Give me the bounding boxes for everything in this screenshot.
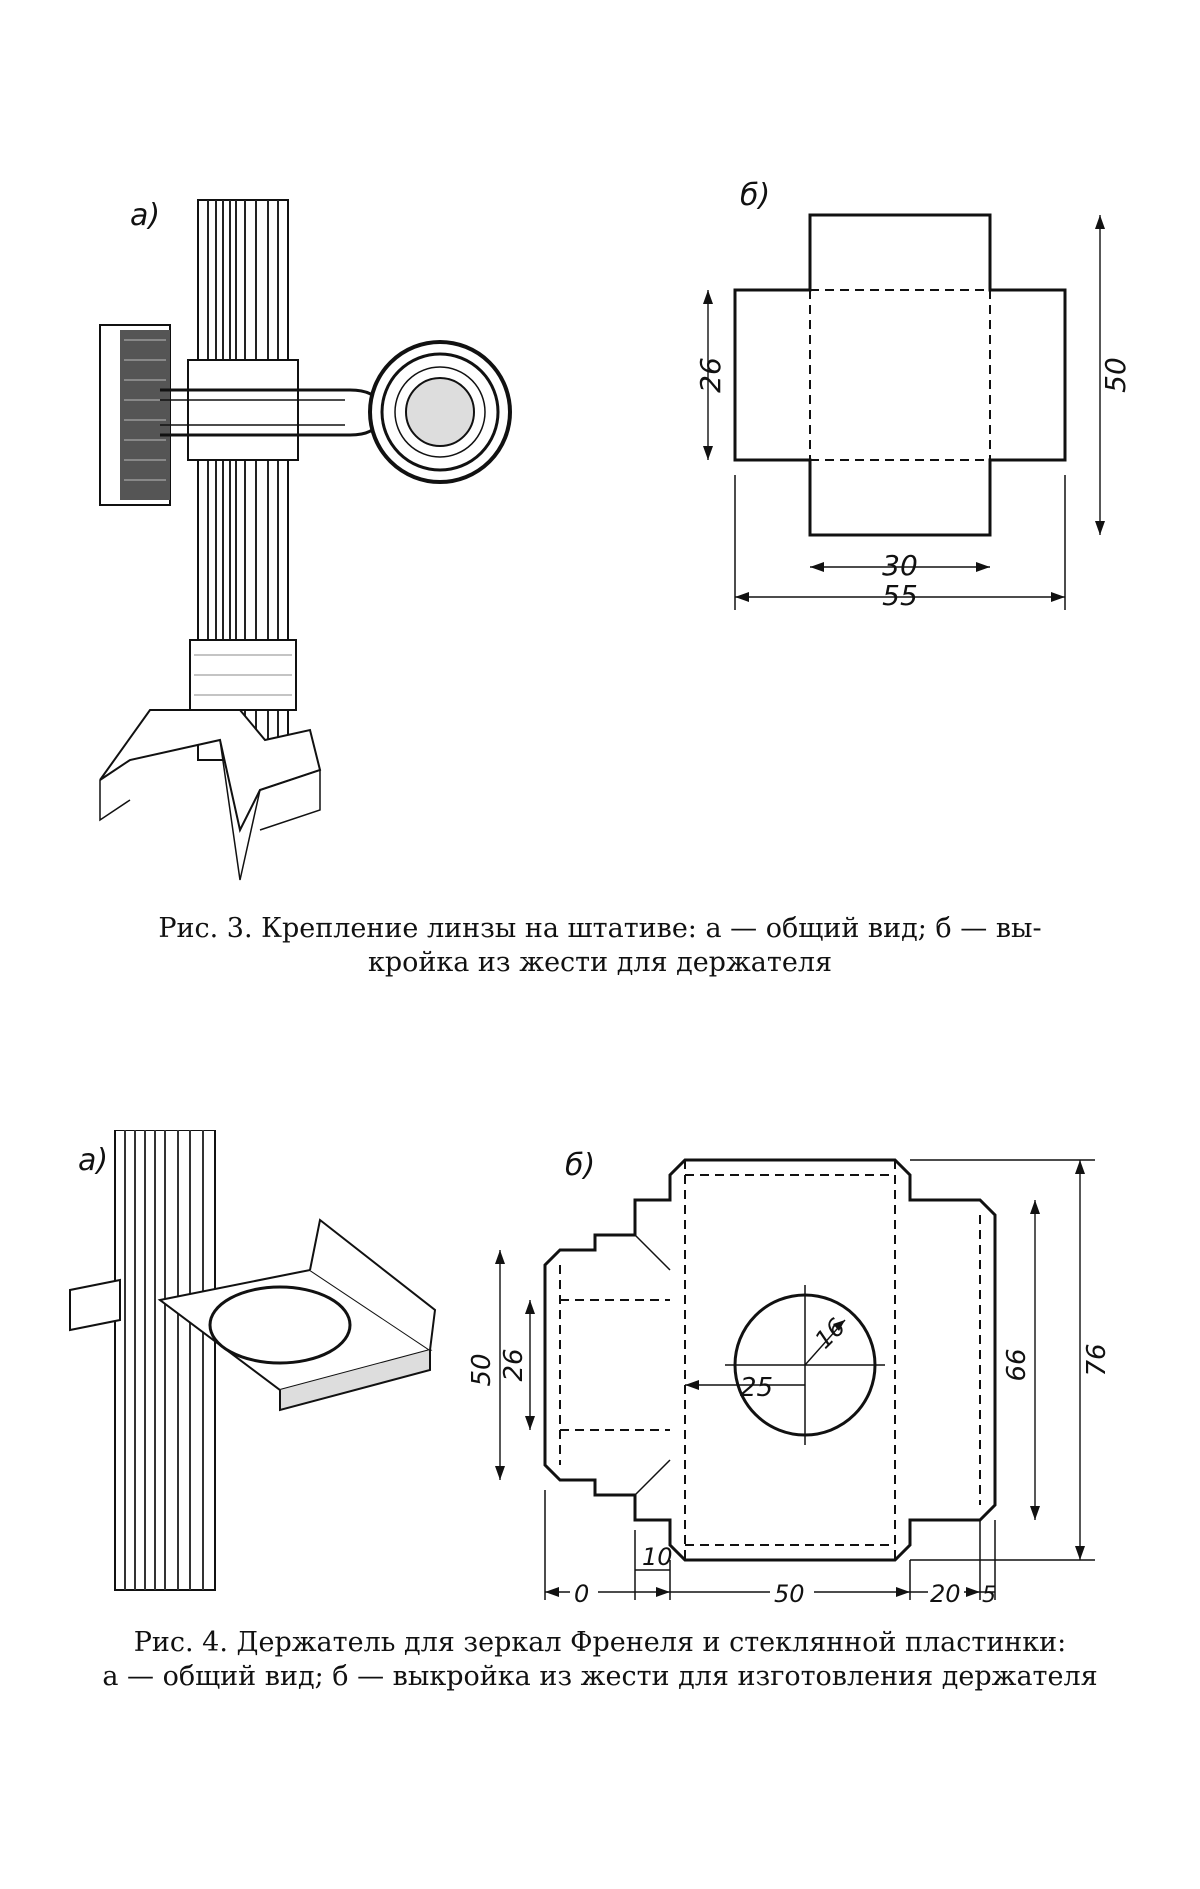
svg-text:30: 30 xyxy=(882,549,918,582)
figure3a-label: а) xyxy=(130,198,160,233)
figure4a-label: а) xyxy=(78,1143,108,1178)
dimension-26: 26 xyxy=(499,1300,535,1430)
svg-text:10: 10 xyxy=(642,1543,673,1571)
dimension-30: 30 xyxy=(810,549,990,582)
figure3-caption: Рис. 3. Крепление линзы на штативе: а — … xyxy=(158,913,1042,978)
stand-column xyxy=(114,1130,216,1591)
dimension-66: 66 xyxy=(1002,1200,1040,1520)
svg-text:50: 50 xyxy=(470,1353,497,1386)
pattern-outline xyxy=(733,213,1067,537)
stand-base xyxy=(99,709,322,881)
figure3b-pattern: б) 26 50 30 55 xyxy=(694,178,1132,612)
dimension-76: 76 xyxy=(910,1159,1112,1561)
svg-text:50: 50 xyxy=(774,1580,805,1608)
svg-text:66: 66 xyxy=(1002,1348,1032,1381)
lens-ring xyxy=(368,340,512,484)
figure4a-illustration: а) xyxy=(69,1130,437,1591)
svg-text:5: 5 xyxy=(982,1583,996,1608)
figure4b-label: б) xyxy=(565,1148,595,1183)
svg-text:55: 55 xyxy=(882,579,918,612)
dimension-50-left: 50 xyxy=(470,1250,505,1480)
shelf-hole xyxy=(208,1285,352,1365)
figure4-caption: Рис. 4. Держатель для зеркал Френеля и с… xyxy=(102,1627,1098,1692)
svg-text:0: 0 xyxy=(574,1580,589,1608)
figure3a-illustration: а) xyxy=(99,198,512,881)
svg-text:25: 25 xyxy=(740,1373,773,1403)
figure4b-pattern: б) 16 25 50 26 66 xyxy=(470,1148,1112,1608)
svg-text:50: 50 xyxy=(1099,357,1132,393)
figure3b-label: б) xyxy=(740,178,770,213)
svg-text:26: 26 xyxy=(694,357,727,393)
dimension-50: 50 xyxy=(1095,215,1132,535)
holder-shelf xyxy=(69,1218,437,1412)
svg-text:76: 76 xyxy=(1082,1343,1112,1376)
clamp-block xyxy=(99,324,171,506)
svg-text:26: 26 xyxy=(499,1348,529,1381)
svg-text:20: 20 xyxy=(930,1580,961,1608)
fold-lines xyxy=(559,1160,981,1560)
dimension-26: 26 xyxy=(694,290,727,460)
fold-lines xyxy=(809,289,991,461)
pattern-hole: 16 25 xyxy=(685,1285,885,1445)
dimension-55: 55 xyxy=(734,475,1066,612)
bottom-dimensions: 10 0 50 20 5 xyxy=(544,1490,996,1608)
